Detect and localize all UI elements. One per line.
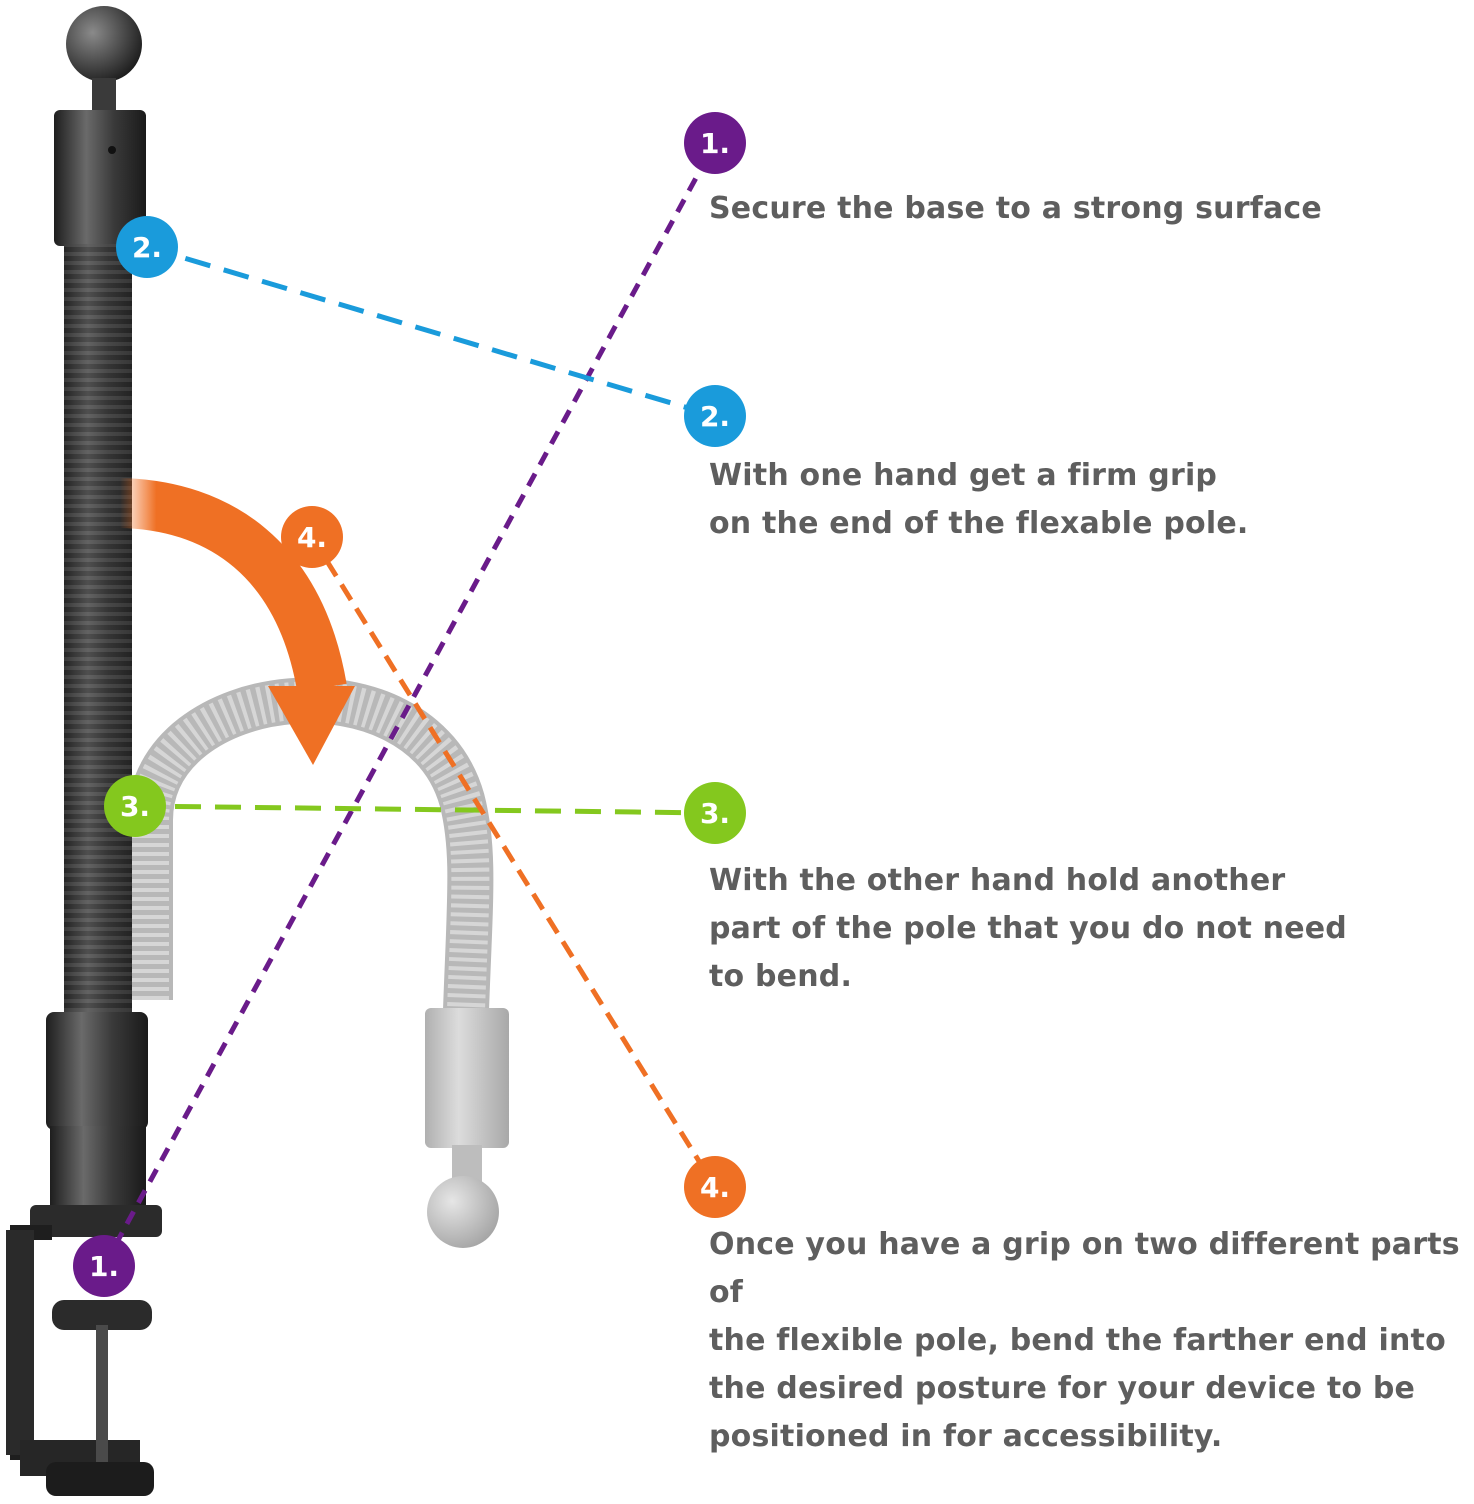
leader-line-3 <box>134 803 716 816</box>
step-4-badge-end: 4. <box>684 1156 746 1218</box>
step-2-text: With one hand get a firm grip on the end… <box>709 458 1249 541</box>
step-3-number: 3. <box>120 790 150 823</box>
step-1-badge-start: 1. <box>73 1235 135 1297</box>
leader-line-2 <box>146 244 716 419</box>
step-3-badge-end: 3. <box>684 782 746 844</box>
leader-line-1 <box>101 141 718 1268</box>
bend-arrow-icon <box>119 478 355 765</box>
step-3-text: With the other hand hold another part of… <box>709 863 1347 994</box>
step-4-badge-start: 4. <box>281 506 343 568</box>
step-1-badge-end: 1. <box>684 112 746 174</box>
step-2-badge-end: 2. <box>684 385 746 447</box>
dark-flexible-pole <box>30 6 162 1237</box>
step-1-number: 1. <box>89 1250 119 1283</box>
leader-lines <box>101 141 718 1268</box>
step-2-badge-start: 2. <box>116 216 178 278</box>
ghost-bent-pole <box>127 677 509 1248</box>
step-badges: 1. 1. 2. 2. 3. 3. 4. 4. <box>73 112 746 1297</box>
step-1-text: Secure the base to a strong surface <box>709 191 1322 226</box>
step-4-number: 4. <box>700 1171 730 1204</box>
step-3-badge-start: 3. <box>104 775 166 837</box>
step-2-number: 2. <box>700 400 730 433</box>
desk-clamp-illustration <box>6 1225 154 1496</box>
step-2-number: 2. <box>132 231 162 264</box>
step-4-text: Once you have a grip on two different pa… <box>709 1227 1460 1454</box>
step-3-number: 3. <box>700 797 730 830</box>
step-1-number: 1. <box>700 127 730 160</box>
step-4-number: 4. <box>297 521 327 554</box>
leader-line-4 <box>309 535 718 1189</box>
